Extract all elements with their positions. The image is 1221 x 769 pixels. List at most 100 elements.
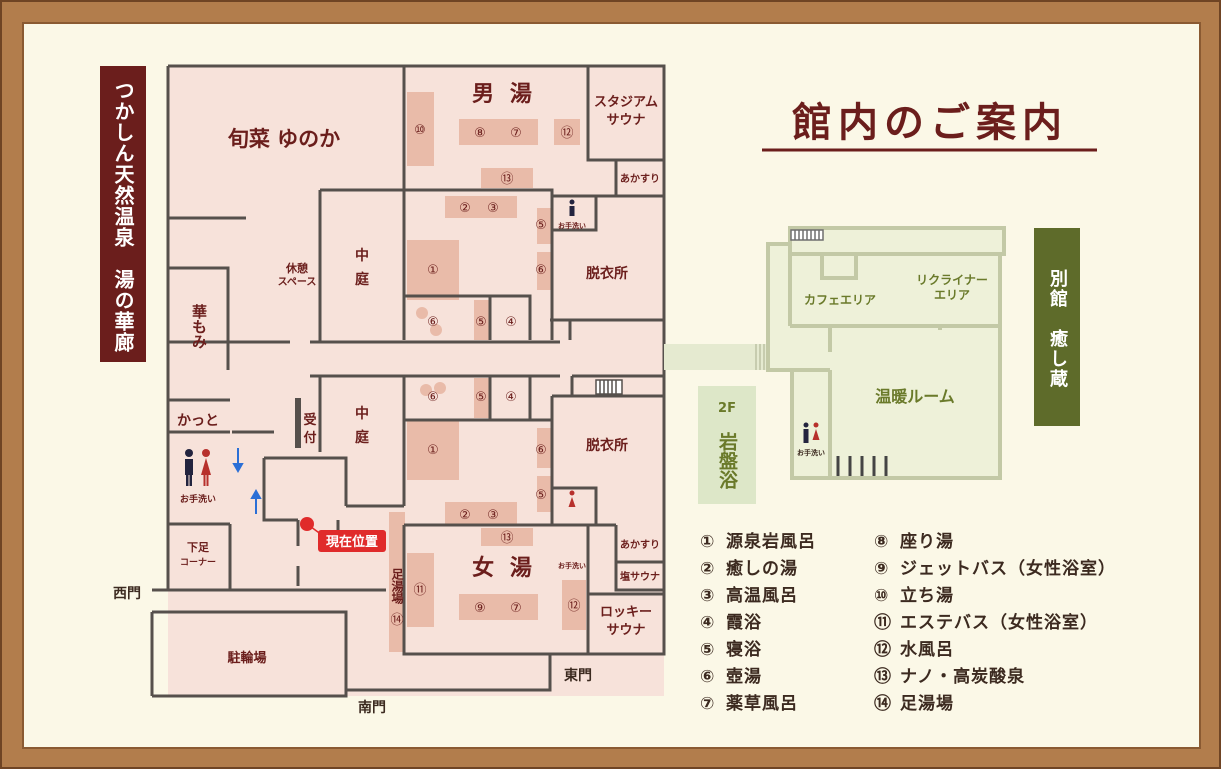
marker-6a: ⑥ [535, 263, 547, 278]
marker-w13: ⑬ [500, 531, 513, 546]
marker-w3: ③ [487, 508, 499, 523]
kyukei-label-2: スペース [278, 276, 317, 288]
restaurant-label: 旬菜 ゆのか [227, 127, 340, 151]
restroom-label-women: お手洗い [558, 561, 586, 570]
hanamomi-label: 華もみ [190, 303, 208, 349]
kyukei-label-1: 休憩 [285, 261, 308, 275]
dashed-lines [150, 610, 346, 696]
marker-3: ③ [487, 201, 499, 216]
restroom-label-men: お手洗い [558, 221, 586, 230]
marker-8: ⑧ [474, 126, 486, 141]
walls [150, 64, 666, 698]
annex-restroom-label: お手洗い [797, 448, 825, 457]
courtyard-north-label-1: 中 [355, 247, 369, 264]
facility-name: つかしん天然温泉 湯の華廊 [111, 79, 135, 353]
marker-w6b: ⑥ [535, 443, 547, 458]
restroom-icon-main [185, 449, 211, 486]
reception-label-1: 受 [303, 412, 316, 428]
bath-markers: ⑩ ⑧ ⑦ ⑫ ⑬ ② ③ ⑤ ① ⑥ ⑥ ⑤ ④ ⑥ ⑤ ④ ① ⑥ ⑤ ② … [390, 123, 580, 628]
changing-room-women-label: 脱衣所 [586, 437, 628, 454]
marker-10: ⑩ [414, 123, 426, 138]
stadium-sauna-label-2: サウナ [606, 113, 645, 128]
recliner-label-1: リクライナー [916, 273, 988, 287]
parking-label: 駐輪場 [227, 650, 266, 666]
womens-bath-label: 女 湯 [472, 555, 536, 581]
courtyard-north-label-2: 庭 [355, 271, 370, 288]
gate-labels: 西門 南門 東門 [113, 586, 592, 716]
marker-5a: ⑤ [535, 218, 547, 233]
south-gate-label: 南門 [358, 699, 386, 716]
restroom-icon-women [568, 490, 576, 507]
courtyard-south-label-1: 中 [355, 405, 369, 422]
east-gate-label: 東門 [564, 667, 592, 684]
courtyard-south-label-2: 庭 [355, 429, 370, 446]
marker-6b: ⑥ [427, 315, 439, 330]
ganban-label: 岩盤浴 [716, 431, 738, 489]
ashi-corner-label-2: コーナー [180, 557, 216, 568]
marker-w9: ⑨ [474, 601, 486, 616]
annex-labels: カフェエリア リクライナー エリア 温暖ルーム お手洗い [797, 273, 988, 457]
rocky-sauna-label-1: ロッキー [600, 605, 652, 620]
marker-w6a: ⑥ [427, 390, 439, 405]
marker-w4: ④ [505, 390, 517, 405]
bath-features [389, 92, 586, 652]
annex-sign [1034, 228, 1080, 426]
annex-building [766, 226, 1006, 480]
marker-w5b: ⑤ [535, 488, 547, 503]
page-title: 館内のご案内 [792, 100, 1068, 146]
akasuri-women-label: あかすり [620, 538, 660, 551]
ashi-corner-label-1: 下足 [187, 541, 210, 554]
direction-arrows [232, 448, 262, 514]
west-gate-label: 西門 [113, 586, 141, 602]
ganban-floor: 2F [718, 401, 736, 416]
cafe-label: カフェエリア [804, 293, 876, 307]
rocky-sauna-label-2: サウナ [606, 623, 645, 638]
marker-12: ⑫ [560, 126, 573, 141]
footbath-label: 足湯場 [390, 568, 404, 604]
stairs [595, 379, 623, 395]
marker-4: ④ [505, 315, 517, 330]
facility-sign [100, 66, 146, 362]
marker-w1: ① [427, 443, 439, 458]
marker-f14: ⑭ [390, 613, 403, 628]
ganban-box [698, 386, 756, 504]
shio-sauna-label: 塩サウナ [620, 570, 660, 583]
room-labels: 旬菜 ゆのか 男 湯 女 湯 スタジアム サウナ あかすり 脱衣所 脱衣所 あか… [177, 82, 660, 666]
current-location-marker: 現在位置 [300, 517, 386, 552]
restroom-label-main: お手洗い [180, 493, 216, 505]
marker-2: ② [459, 201, 471, 216]
marker-7: ⑦ [510, 126, 522, 141]
marker-5b: ⑤ [475, 315, 487, 330]
marker-w7: ⑦ [510, 601, 522, 616]
marker-w5a: ⑤ [475, 390, 487, 405]
marker-w11: ⑪ [413, 583, 426, 598]
stadium-sauna-label-1: スタジアム [594, 95, 658, 110]
recliner-label-2: エリア [934, 288, 970, 302]
warm-room-label: 温暖ルーム [874, 387, 955, 406]
marker-w2: ② [459, 508, 471, 523]
annex-name: 別館 癒し蔵 [1047, 269, 1068, 389]
katto-label: かっと [177, 413, 219, 429]
marker-13: ⑬ [500, 172, 513, 187]
akasuri-men-label: あかすり [620, 172, 660, 185]
main-building [150, 64, 666, 698]
mens-bath-label: 男 湯 [472, 82, 536, 107]
restroom-icon-annex [803, 422, 820, 443]
restroom-icon-men [569, 199, 575, 216]
current-location-label: 現在位置 [326, 534, 378, 550]
marker-w12: ⑫ [567, 599, 580, 614]
changing-room-men-label: 脱衣所 [586, 265, 628, 282]
